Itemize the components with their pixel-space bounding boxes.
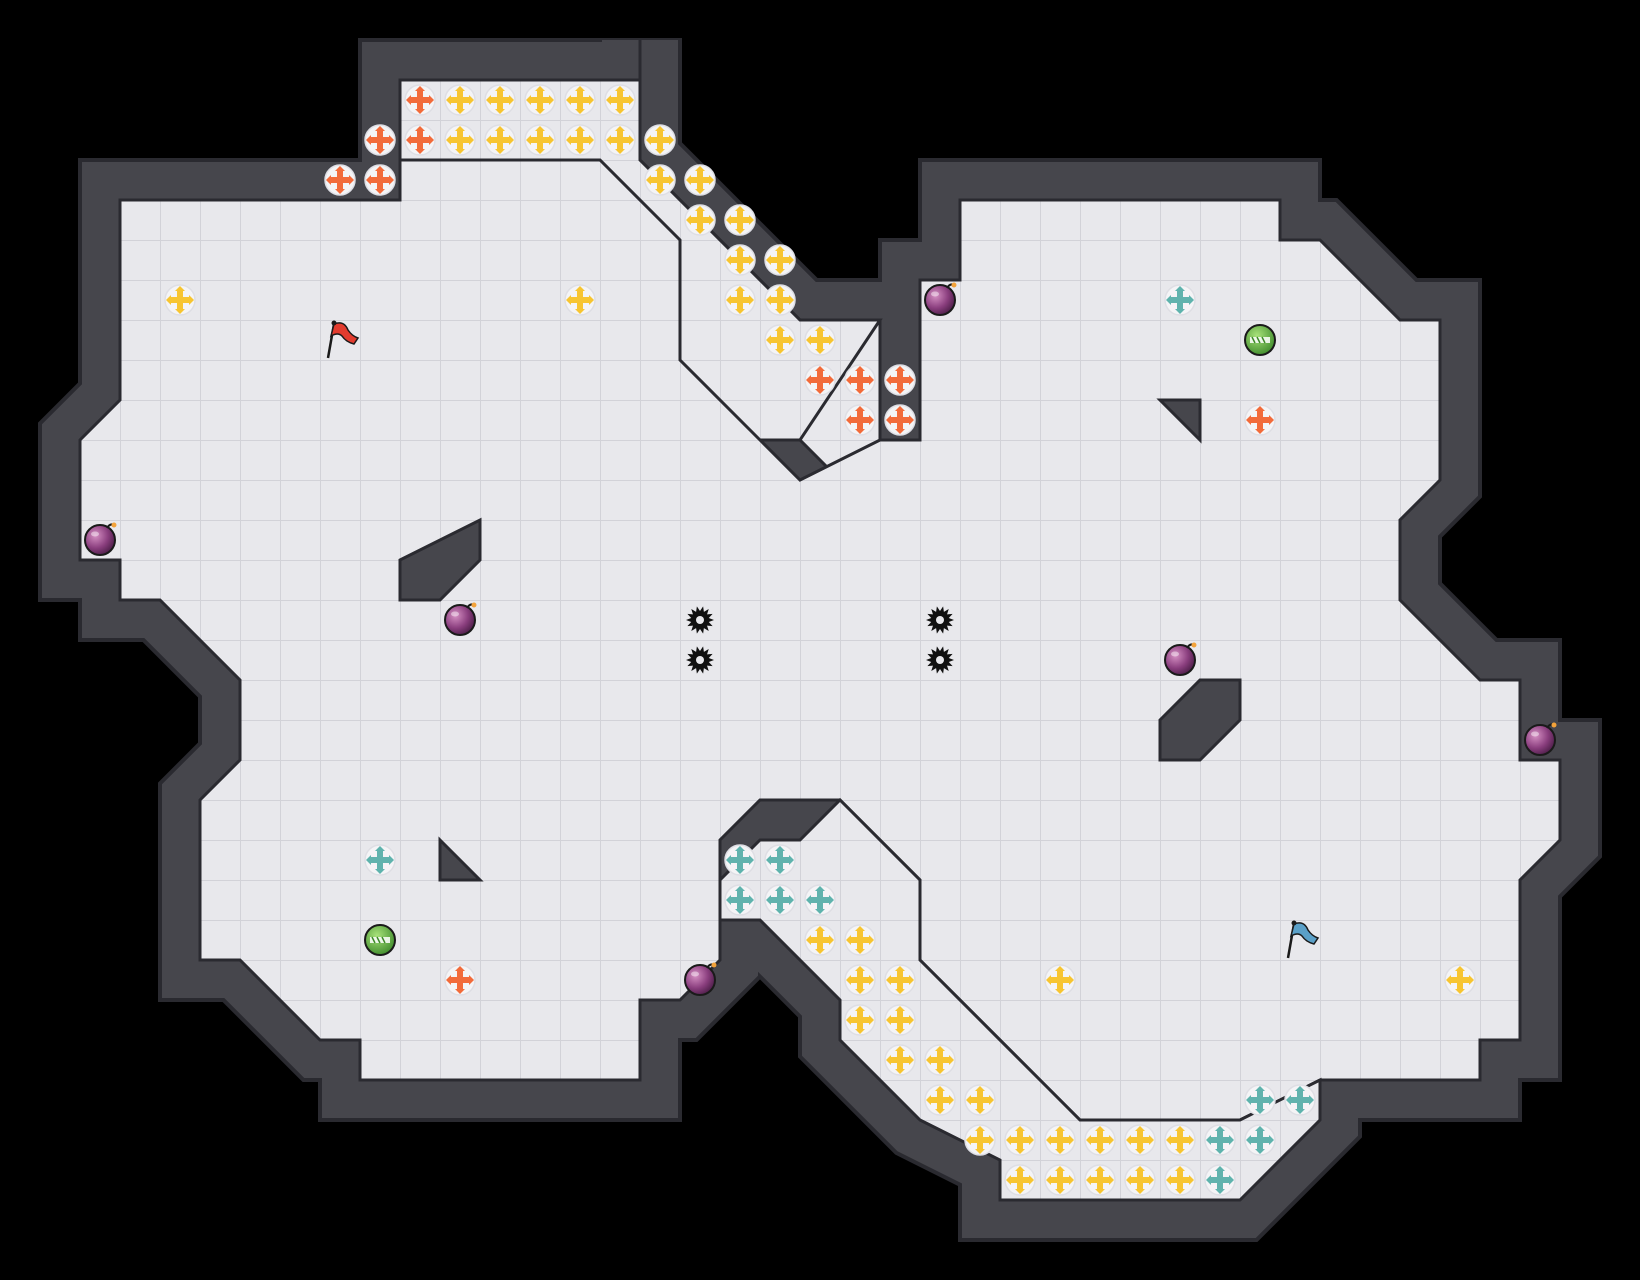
boost-tile-yellow <box>644 164 676 196</box>
boost-tile-teal <box>724 884 756 916</box>
boost-tile-yellow <box>1164 1164 1196 1196</box>
boost-tile-teal <box>1284 1084 1316 1116</box>
boost-tile-yellow <box>964 1124 996 1156</box>
boost-tile-yellow <box>1044 1124 1076 1156</box>
wall-island-0 <box>398 517 482 602</box>
bomb <box>1164 642 1197 676</box>
boost-tile-teal <box>764 884 796 916</box>
boost-tile-orange <box>364 124 396 156</box>
boost-tile-yellow <box>1084 1164 1116 1196</box>
item-layer <box>84 84 1557 1196</box>
boost-tile-yellow <box>484 124 516 156</box>
powerup <box>364 924 396 956</box>
boost-tile-yellow <box>884 1044 916 1076</box>
boost-tile-teal <box>724 844 756 876</box>
boost-tile-teal <box>1204 1164 1236 1196</box>
boost-tile-yellow <box>724 284 756 316</box>
boost-tile-yellow <box>844 924 876 956</box>
bomb <box>684 962 717 996</box>
floor-region-3 <box>718 797 1322 1202</box>
boost-tile-yellow <box>884 964 916 996</box>
boost-tile-yellow <box>524 124 556 156</box>
boost-tile-orange <box>404 84 436 116</box>
boost-tile-yellow <box>484 84 516 116</box>
boost-tile-orange <box>364 164 396 196</box>
boost-tile-yellow <box>604 124 636 156</box>
boost-tile-yellow <box>564 124 596 156</box>
boost-tile-yellow <box>924 1084 956 1116</box>
boost-tile-teal <box>804 884 836 916</box>
boost-tile-yellow <box>924 1044 956 1076</box>
boost-tile-yellow <box>644 124 676 156</box>
bomb <box>924 282 957 316</box>
boost-tile-yellow <box>164 284 196 316</box>
boost-tile-yellow <box>1004 1164 1036 1196</box>
boost-tile-yellow <box>604 84 636 116</box>
boost-tile-yellow <box>724 244 756 276</box>
boost-tile-yellow <box>1044 1164 1076 1196</box>
powerup <box>1244 324 1276 356</box>
boost-tile-yellow <box>444 124 476 156</box>
boost-tile-orange <box>804 364 836 396</box>
spike-hazard <box>926 606 954 634</box>
boost-tile-yellow <box>1124 1164 1156 1196</box>
boost-tile-teal <box>1204 1124 1236 1156</box>
boost-tile-orange <box>884 404 916 436</box>
blue-flag <box>1286 920 1320 959</box>
boost-tile-yellow <box>804 324 836 356</box>
boost-tile-teal <box>1244 1084 1276 1116</box>
boost-tile-yellow <box>1164 1124 1196 1156</box>
boost-tile-orange <box>884 364 916 396</box>
wall-island-2 <box>438 836 484 882</box>
spike-hazard <box>686 646 714 674</box>
wall-island-layer <box>398 398 1242 882</box>
boost-tile-orange <box>844 364 876 396</box>
spike-hazard <box>686 606 714 634</box>
boost-tile-yellow <box>964 1084 996 1116</box>
boost-tile-orange <box>1244 404 1276 436</box>
boost-tile-yellow <box>844 1004 876 1036</box>
boost-tile-teal <box>1244 1124 1276 1156</box>
boost-tile-yellow <box>1444 964 1476 996</box>
boost-tile-yellow <box>804 924 836 956</box>
boost-tile-teal <box>1164 284 1196 316</box>
boost-tile-yellow <box>1044 964 1076 996</box>
boost-tile-yellow <box>1124 1124 1156 1156</box>
boost-tile-orange <box>844 404 876 436</box>
boost-tile-yellow <box>764 284 796 316</box>
boost-tile-yellow <box>884 1004 916 1036</box>
boost-tile-orange <box>324 164 356 196</box>
boost-tile-yellow <box>684 164 716 196</box>
boost-tile-yellow <box>564 284 596 316</box>
bomb <box>84 522 117 556</box>
boost-tile-yellow <box>564 84 596 116</box>
boost-tile-yellow <box>684 204 716 236</box>
boost-tile-yellow <box>724 204 756 236</box>
boost-tile-teal <box>764 844 796 876</box>
bomb <box>1524 722 1557 756</box>
boost-tile-yellow <box>1084 1124 1116 1156</box>
boost-tile-orange <box>444 964 476 996</box>
boost-tile-yellow <box>524 84 556 116</box>
boost-tile-orange <box>404 124 436 156</box>
boost-tile-yellow <box>764 324 796 356</box>
boost-tile-yellow <box>764 244 796 276</box>
boost-tile-teal <box>364 844 396 876</box>
bomb <box>444 602 477 636</box>
red-flag <box>326 320 360 359</box>
boost-tile-yellow <box>1004 1124 1036 1156</box>
boost-tile-yellow <box>444 84 476 116</box>
boost-tile-yellow <box>844 964 876 996</box>
wall-island-1 <box>1158 678 1242 762</box>
spike-hazard <box>926 646 954 674</box>
wall-island-3 <box>1156 398 1202 444</box>
